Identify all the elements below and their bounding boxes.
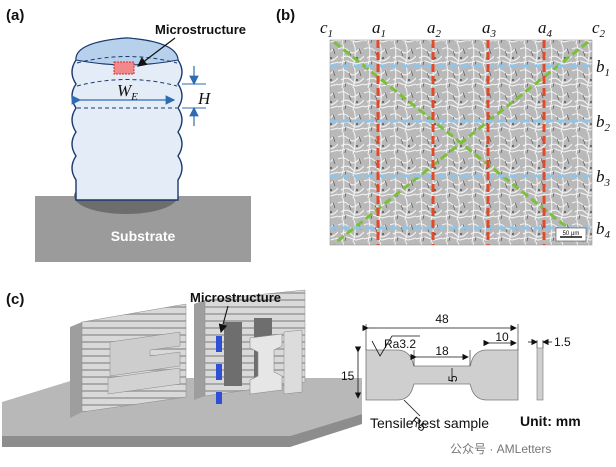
dim-18-label: 18 — [435, 344, 449, 358]
microstructure-label-a: Microstructure — [155, 22, 246, 37]
microstructure-marker-3 — [216, 392, 222, 404]
col-label-a3: a3 — [482, 18, 497, 40]
cutout-1 — [224, 322, 242, 386]
panel-a-label: (a) — [6, 7, 24, 24]
col-label-c2: c2 — [592, 18, 606, 40]
diagonal-line-c2 — [333, 40, 589, 246]
layer-boundary-1 — [76, 56, 178, 64]
upright-specimen — [249, 333, 283, 395]
col-label-a4: a4 — [538, 18, 553, 40]
microstructure-marker-2 — [216, 364, 222, 380]
dim-48-label: 48 — [435, 312, 449, 326]
row-label-b2: b2 — [596, 112, 611, 134]
scale-bar-label: 50 μm — [563, 231, 580, 237]
wall-top-cap — [75, 37, 179, 66]
left-specimen-1 — [109, 331, 181, 377]
watermark: 公众号 · AMLetters — [450, 442, 551, 456]
microstructure-arrow-a — [137, 37, 176, 67]
microstructure-region — [113, 61, 135, 75]
radius-leader — [403, 399, 421, 417]
col-label-a2: a2 — [427, 18, 442, 40]
panel-b-label: (b) — [276, 7, 295, 24]
row-label-b3: b3 — [596, 167, 611, 189]
dim-10-label: 10 — [495, 330, 509, 344]
height-symbol: H — [197, 89, 212, 108]
unit-label: Unit: mm — [520, 413, 581, 429]
col-label-c1: c1 — [320, 18, 333, 40]
roughness-label: Ra3.2 — [384, 337, 416, 351]
left-specimen-2 — [107, 367, 181, 395]
micrograph-border — [329, 39, 593, 246]
dim-15-label: 15 — [341, 369, 355, 383]
roughness-symbol — [371, 335, 420, 357]
width-symbol: WE — [117, 81, 138, 103]
row-label-b4: b4 — [596, 219, 611, 241]
microstructure-label-c: Microstructure — [190, 290, 281, 305]
dim-1-5-label: 1.5 — [554, 335, 571, 349]
dim-5-label: 5 — [446, 375, 460, 382]
panel-c-label: (c) — [6, 291, 24, 308]
substrate-label: Substrate — [111, 228, 176, 244]
right-wall-side — [194, 300, 205, 400]
row-label-b1: b1 — [596, 57, 610, 79]
microstructure-marker-1 — [216, 336, 222, 352]
panel-c: (c) Microstructure 48 10 1 — [2, 289, 581, 447]
upright-specimen-2 — [283, 329, 303, 395]
vertical-lines — [376, 40, 546, 245]
side-view — [536, 347, 544, 401]
layer-boundary-2 — [76, 79, 178, 87]
panel-b: (b) 50 μm c1 a1 a2 a3 a4 c2 — [276, 7, 611, 246]
panel-a: (a) Substrate Microstructure WE H — [6, 7, 251, 262]
left-wall-side — [70, 322, 82, 418]
tensile-caption: Tensile test sample — [370, 415, 489, 431]
horizontal-lines — [330, 64, 592, 230]
col-label-a1: a1 — [372, 18, 386, 40]
diagonal-lines — [333, 40, 589, 246]
base-plate-front — [2, 414, 362, 447]
microstructure-arrow-c — [218, 305, 229, 334]
